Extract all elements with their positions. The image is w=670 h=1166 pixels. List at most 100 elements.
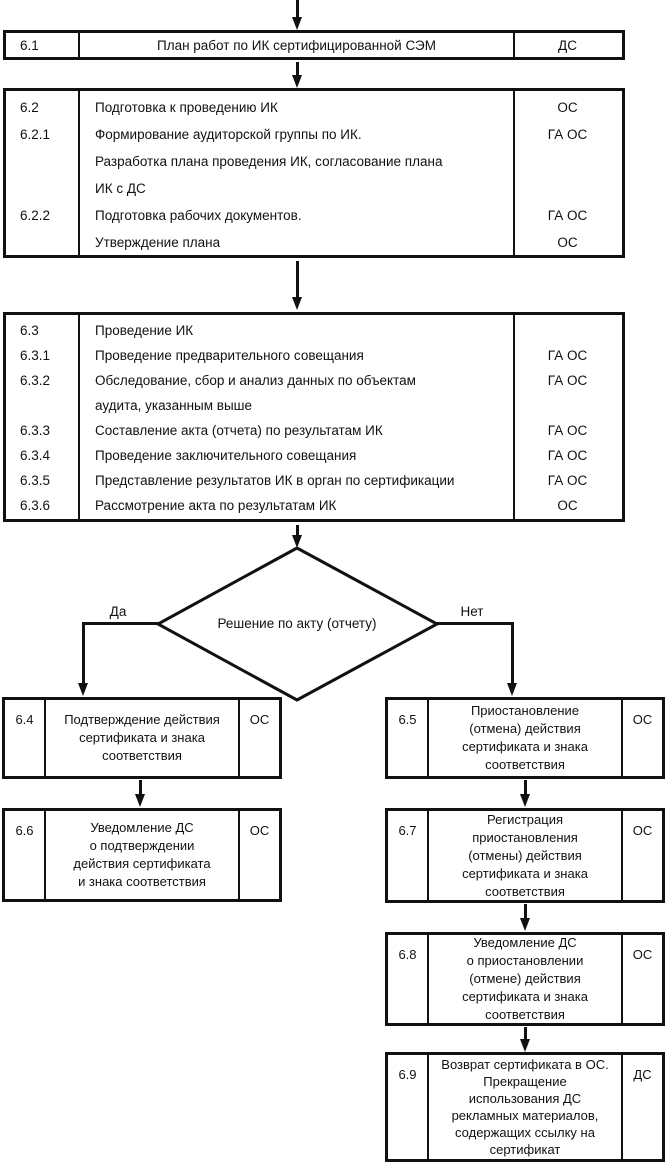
- connector-64-66-line: [139, 780, 142, 794]
- row-text: Утверждение плана: [95, 235, 221, 250]
- row-text: Возврат сертификата в ОС. Прекращение ис…: [441, 1057, 609, 1157]
- process-block-6-5: 6.5 Приостановление (отмена) действия се…: [385, 697, 665, 779]
- row-responsible: ОС: [238, 700, 279, 776]
- row-responsible: ДС: [621, 1055, 662, 1159]
- table-row: 6.3.4 Проведение заключительного совещан…: [6, 443, 622, 468]
- row-number: 6.3.6: [20, 498, 51, 513]
- row-number: 6.3.5: [20, 473, 51, 488]
- row-text: ИК с ДС: [95, 181, 146, 196]
- table-row: 6.3.2 Обследование, сбор и анализ данных…: [6, 368, 622, 393]
- row-text: Обследование, сбор и анализ данных по об…: [95, 373, 416, 388]
- row-text: Рассмотрение акта по результатам ИК: [95, 498, 337, 513]
- table-row: 6.3.5 Представление результатов ИК в орг…: [6, 468, 622, 493]
- divider: [78, 91, 80, 255]
- table-row: 6.3.6 Рассмотрение акта по результатам И…: [6, 493, 622, 518]
- branch-label-no: Нет: [460, 604, 484, 619]
- row-responsible: ОС: [557, 498, 578, 513]
- process-block-6-6: 6.6 Уведомление ДС о подтверждении дейст…: [2, 808, 282, 902]
- row-number: 6.9: [388, 1055, 429, 1159]
- arrow-down-icon: [292, 75, 302, 88]
- row-text: Подготовка к проведению ИК: [95, 100, 278, 115]
- branch-no-vline: [511, 622, 514, 683]
- process-block-6-2: 6.2 Подготовка к проведению ИК ОС 6.2.1 …: [3, 88, 625, 258]
- connector-top-line: [296, 0, 299, 17]
- row-number: 6.2: [20, 100, 39, 115]
- row-text: Проведение заключительного совещания: [95, 448, 357, 463]
- connector-62-63-line: [296, 261, 299, 297]
- branch-yes-hline: [82, 622, 161, 625]
- table-row: ИК с ДС: [6, 175, 622, 202]
- arrow-down-icon: [78, 683, 88, 696]
- row-responsible: ОС: [557, 235, 578, 250]
- table-row: 6.3.3 Составление акта (отчета) по резул…: [6, 418, 622, 443]
- row-text: Подготовка рабочих документов.: [95, 208, 302, 223]
- table-row: аудита, указанным выше: [6, 393, 622, 418]
- row-number: 6.1: [20, 37, 39, 53]
- branch-no-hline: [434, 622, 514, 625]
- arrow-down-icon: [292, 535, 302, 548]
- row-responsible: ОС: [238, 811, 279, 899]
- connector-63-decision-line: [296, 525, 299, 535]
- table-row: 6.2.1 Формирование аудиторской группы по…: [6, 121, 622, 148]
- row-responsible: ОС: [557, 100, 578, 115]
- row-text: Проведение предварительного совещания: [95, 348, 364, 363]
- arrow-down-icon: [292, 17, 302, 30]
- row-number: 6.3.4: [20, 448, 51, 463]
- divider: [78, 33, 80, 57]
- arrow-down-icon: [520, 918, 530, 931]
- row-responsible: ГА ОС: [547, 373, 588, 388]
- connector-67-68-line: [524, 904, 527, 918]
- row-number: 6.2.2: [20, 208, 51, 223]
- row-text: Составление акта (отчета) по результатам…: [95, 423, 383, 438]
- arrow-down-icon: [507, 683, 517, 696]
- divider: [513, 315, 515, 519]
- row-number: 6.6: [5, 811, 46, 899]
- divider: [78, 315, 80, 519]
- process-block-6-8: 6.8 Уведомление ДС о приостановлении (от…: [385, 932, 665, 1026]
- row-number: 6.3: [20, 323, 39, 338]
- row-text: Подтверждение действия сертификата и зна…: [64, 712, 220, 763]
- table-row: Разработка плана проведения ИК, согласов…: [6, 148, 622, 175]
- decision-label: Решение по акту (отчету): [217, 616, 377, 631]
- process-block-6-7: 6.7 Регистрация приостановления (отмены)…: [385, 808, 665, 903]
- row-text: Регистрация приостановления (отмены) дей…: [462, 811, 588, 899]
- arrow-down-icon: [135, 794, 145, 807]
- row-responsible: ГА ОС: [547, 127, 588, 142]
- row-number: 6.7: [388, 811, 429, 900]
- connector-65-67-line: [524, 780, 527, 794]
- connector-61-62-line: [296, 62, 299, 75]
- row-responsible: ГА ОС: [547, 448, 588, 463]
- row-responsible: ГА ОС: [547, 423, 588, 438]
- row-number: 6.3.2: [20, 373, 51, 388]
- table-row: 6.2.2 Подготовка рабочих документов. ГА …: [6, 202, 622, 229]
- process-block-6-3: 6.3 Проведение ИК 6.3.1 Проведение предв…: [3, 312, 625, 522]
- row-text: Разработка плана проведения ИК, согласов…: [95, 154, 443, 169]
- row-responsible: ОС: [621, 811, 662, 900]
- row-responsible: ГА ОС: [547, 473, 588, 488]
- row-responsible: ГА ОС: [547, 208, 588, 223]
- arrow-down-icon: [520, 794, 530, 807]
- row-text: Представление результатов ИК в орган по …: [95, 473, 455, 488]
- connector-68-69-line: [524, 1027, 527, 1039]
- row-number: 6.8: [388, 935, 429, 1023]
- divider: [513, 91, 515, 255]
- table-row: 6.3.1 Проведение предварительного совеща…: [6, 343, 622, 368]
- row-text: Уведомление ДС о подтверждении действия …: [73, 820, 211, 889]
- table-row: 6.2 Подготовка к проведению ИК ОС: [6, 94, 622, 121]
- decision-diamond: [154, 546, 441, 702]
- table-row: Утверждение плана ОС: [6, 229, 622, 255]
- branch-yes-vline: [82, 622, 85, 683]
- arrow-down-icon: [520, 1039, 530, 1052]
- row-text: Приостановление (отмена) действия сертиф…: [462, 703, 588, 772]
- row-number: 6.5: [388, 700, 429, 776]
- row-text: План работ по ИК сертифицированной СЭМ: [157, 37, 436, 53]
- row-number: 6.3.1: [20, 348, 51, 363]
- table-row: 6.3 Проведение ИК: [6, 318, 622, 343]
- row-number: 6.2.1: [20, 127, 51, 142]
- row-number: 6.3.3: [20, 423, 51, 438]
- row-number: 6.4: [5, 700, 46, 776]
- row-responsible: ГА ОС: [547, 348, 588, 363]
- row-responsible: ОС: [621, 700, 662, 776]
- process-block-6-9: 6.9 Возврат сертификата в ОС. Прекращени…: [385, 1052, 665, 1162]
